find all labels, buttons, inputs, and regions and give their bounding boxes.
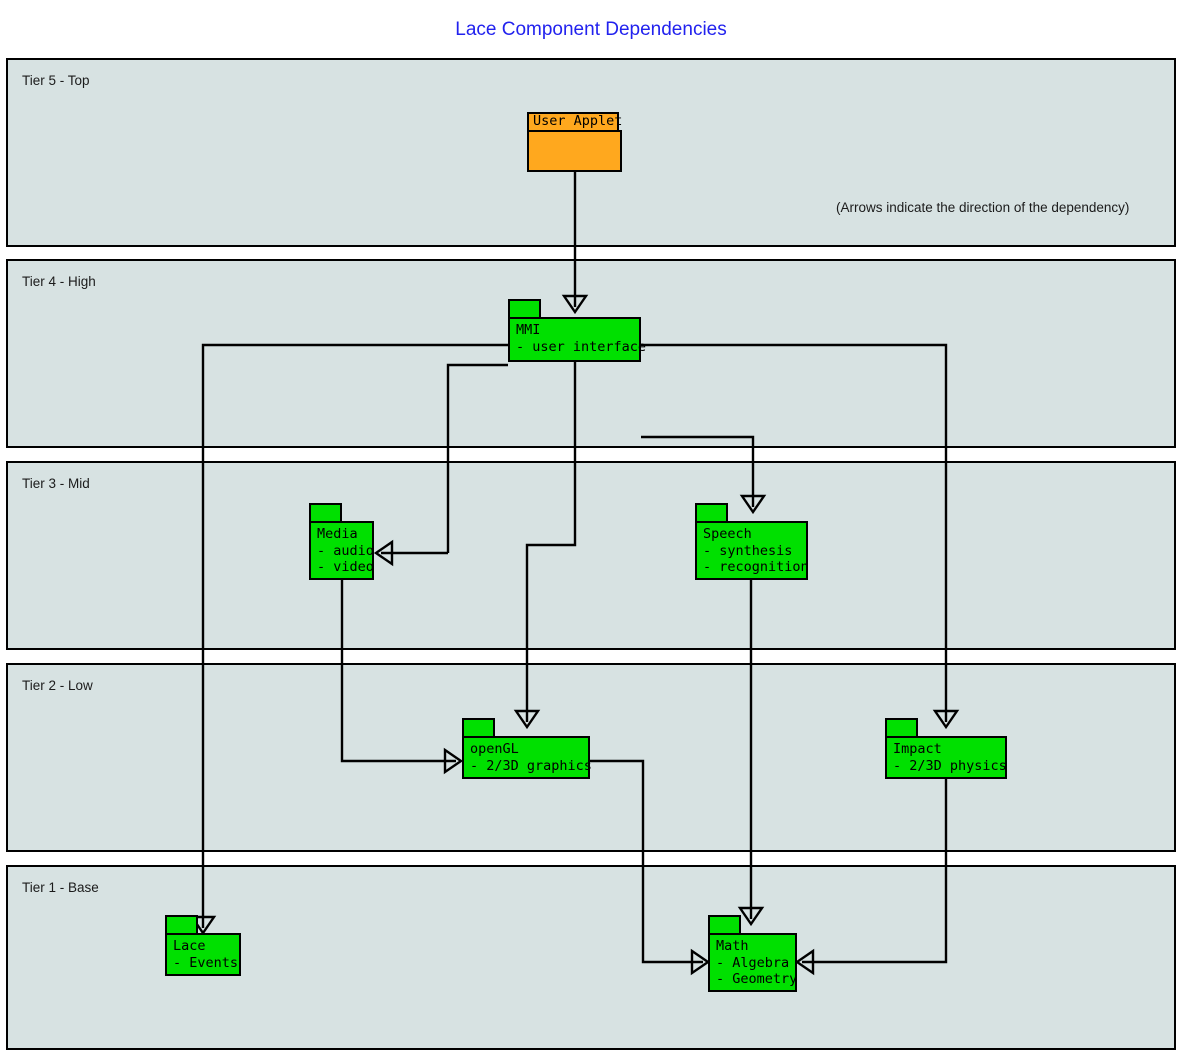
package-body: Impact- 2/3D physics xyxy=(885,736,1007,779)
dependency-mmi-to-opengl xyxy=(513,344,577,730)
arrow-head-icon xyxy=(737,906,765,927)
package-name: Media xyxy=(317,526,358,542)
package-item: - Geometry xyxy=(716,971,798,988)
arrow-head-icon xyxy=(561,294,589,315)
connector-line xyxy=(446,363,508,553)
dependency-opengl-to-math xyxy=(590,759,711,976)
connector-line xyxy=(590,759,703,964)
package-title-tab: User Applet xyxy=(527,112,622,132)
dependency-user-applet-to-mmi xyxy=(561,154,589,315)
package-body: MMI- user interface xyxy=(508,317,647,362)
package-tab xyxy=(508,299,541,319)
package-body: Media- audio- video xyxy=(309,521,374,580)
package-name: Speech xyxy=(703,526,752,542)
package-item: - video xyxy=(317,559,374,576)
package-item: - audio xyxy=(317,542,374,559)
package-body xyxy=(527,130,622,172)
package-name: Math xyxy=(716,938,749,954)
tier-band: Tier 3 - Mid xyxy=(6,461,1176,650)
dependency-speech-to-math xyxy=(737,562,765,927)
package-item: - synthesis xyxy=(703,542,793,559)
connector-line xyxy=(802,761,948,964)
package-item: - Algebra xyxy=(716,954,790,971)
connector-line xyxy=(641,343,948,722)
package-item: - Events xyxy=(173,954,239,971)
tier-label: Tier 5 - Top xyxy=(22,73,90,88)
package-body: Lace- Events xyxy=(165,933,241,976)
connector-line xyxy=(201,343,508,928)
package-name: Impact xyxy=(893,741,942,757)
page-title: Lace Component Dependencies xyxy=(455,19,727,40)
package-body: Math- Algebra- Geometry xyxy=(708,933,797,992)
arrow-head-icon xyxy=(443,747,464,775)
dependency-mmi-to-impact xyxy=(641,343,960,730)
dependency-mmi-to-lace xyxy=(189,343,508,936)
package-body: openGL- 2/3D graphics xyxy=(462,736,592,779)
connector-line xyxy=(525,344,577,722)
arrow-head-icon xyxy=(794,948,815,976)
legend-note: (Arrows indicate the direction of the de… xyxy=(836,200,1130,215)
package-item: - user interface xyxy=(516,338,647,355)
package-body: Speech- synthesis- recognition xyxy=(695,521,809,580)
tier-label: Tier 4 - High xyxy=(22,274,96,289)
arrow-head-icon xyxy=(373,539,394,567)
package-tab xyxy=(708,915,741,935)
arrow-head-icon xyxy=(739,494,767,515)
package-tab xyxy=(462,718,495,738)
arrow-head-icon xyxy=(932,709,960,730)
tier-label: Tier 2 - Low xyxy=(22,678,93,693)
package-name: Lace xyxy=(173,938,206,954)
connector-line xyxy=(641,435,755,507)
package-name: openGL xyxy=(470,741,519,757)
dependency-mmi-to-media xyxy=(373,363,508,567)
dependency-impact-to-math xyxy=(794,761,948,976)
tier-label: Tier 1 - Base xyxy=(22,880,99,895)
connector-line xyxy=(340,562,456,763)
package-tab xyxy=(885,718,918,738)
arrow-head-icon xyxy=(513,709,541,730)
package-item: - recognition xyxy=(703,559,809,576)
tier-band: Tier 2 - Low xyxy=(6,663,1176,852)
arrow-head-icon xyxy=(690,948,711,976)
package-item: - 2/3D graphics xyxy=(470,757,592,774)
dependency-mmi-to-speech xyxy=(641,435,767,515)
package-name: MMI xyxy=(516,322,541,338)
package-tab xyxy=(165,915,198,935)
package-tab xyxy=(695,503,728,523)
tier-label: Tier 3 - Mid xyxy=(22,476,90,491)
dependency-media-to-opengl xyxy=(340,562,464,775)
package-tab xyxy=(309,503,342,523)
package-item: - 2/3D physics xyxy=(893,757,1007,774)
